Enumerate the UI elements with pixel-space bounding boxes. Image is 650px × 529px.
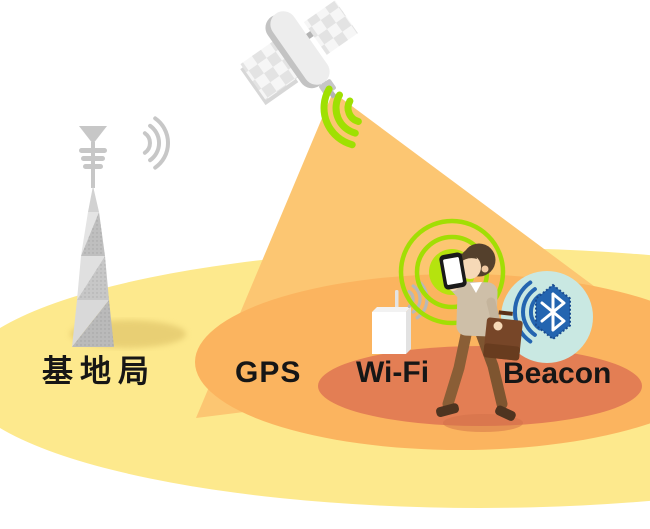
- wifi-beacon-coverage-ellipse: [318, 346, 642, 426]
- cell-tower-icon: [72, 126, 114, 347]
- tower-body: [72, 186, 114, 347]
- bluetooth-rune-icon: [540, 292, 566, 332]
- label-base-station: 基地局: [42, 354, 156, 389]
- gps-satellite-icon: [240, 0, 358, 106]
- briefcase: [483, 310, 523, 361]
- label-gps: GPS: [235, 356, 302, 389]
- wifi-router-icon: [372, 290, 411, 354]
- bluetooth-beacon-icon: [501, 271, 593, 363]
- walking-person-figure: [436, 243, 523, 421]
- solar-panel-right: [303, 0, 358, 55]
- label-beacon: Beacon: [503, 357, 612, 390]
- smartphone-icon: [439, 252, 467, 290]
- person-ground-shadow: [443, 414, 523, 432]
- solar-panel-left: [240, 41, 299, 101]
- tower-signal-icon: [142, 116, 170, 170]
- label-wifi: Wi-Fi: [356, 356, 430, 389]
- satellite-body: [270, 11, 330, 85]
- gps-signal-icon: [320, 85, 362, 149]
